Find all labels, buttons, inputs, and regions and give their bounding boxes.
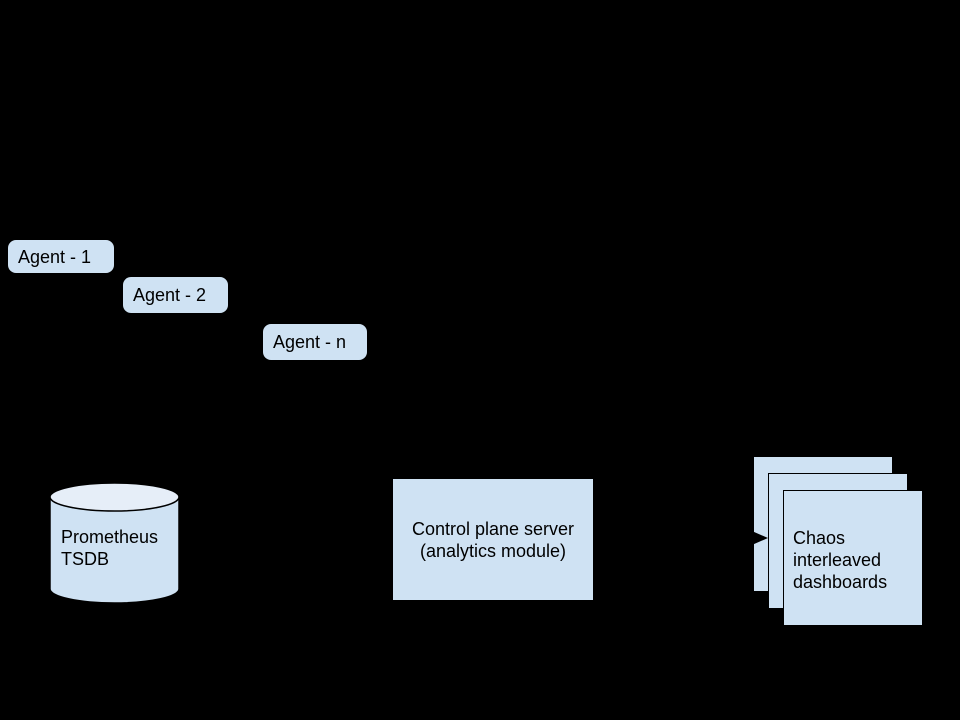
node-agent-1: Agent - 1 (8, 240, 114, 273)
node-prometheus-tsdb-label: Prometheus TSDB (61, 527, 159, 569)
server-to-dashboards-arrow (593, 531, 768, 545)
dashboards-label: Chaos interleaved dashboards (793, 528, 888, 592)
node-agent-n: Agent - n (263, 324, 367, 360)
database-cylinder-icon (49, 482, 180, 604)
node-agent-2: Agent - 2 (123, 277, 228, 313)
node-control-plane-server: Control plane server (analytics module) (393, 479, 593, 600)
node-chaos-dashboards: Chaos interleaved dashboards (783, 490, 923, 626)
